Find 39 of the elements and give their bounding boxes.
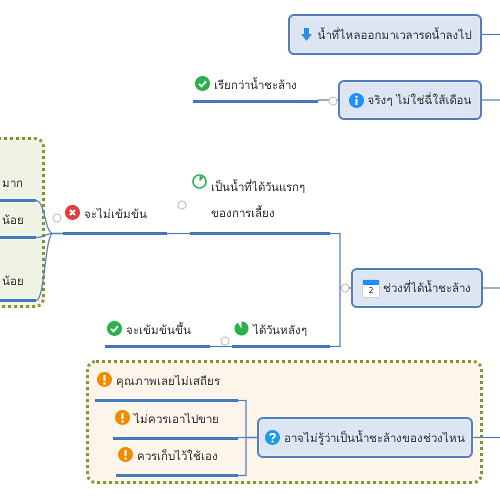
topic-underline [193, 76, 318, 103]
topic-text: ควรเก็บไว้ใช้เอง [137, 448, 218, 465]
topic-underline [105, 321, 210, 348]
topic-text: จะไม่เข้มข้น [84, 206, 147, 223]
topic-text: น้อย [2, 212, 24, 229]
topic-text: ช่วงที่ได้น้ำชะล้าง [383, 279, 471, 297]
connector [483, 287, 500, 289]
boundary-box [0, 137, 45, 308]
topic-box [257, 417, 473, 458]
topic-text: เรียกว่าน้ำชะล้าง [214, 76, 297, 94]
topic-text: จริงๆ ไม่ใช่ฉี่ใส้เดือน [368, 91, 472, 109]
boundary-box [86, 360, 483, 484]
topic-text: น้อย [2, 273, 24, 290]
calendar-icon: 2 [363, 280, 379, 296]
connector [482, 99, 500, 101]
topic-box [338, 80, 482, 120]
topic-text: อาจไม่รู้ว่าเป็นน้ำชะล้างของช่วงไหน [284, 429, 465, 446]
topic-underline [190, 174, 330, 235]
topic-underline [113, 410, 238, 440]
connector [330, 287, 351, 348]
topic-text: ไม่ควรเอาไปขาย [134, 411, 219, 428]
topic-underline [63, 205, 167, 235]
connector [167, 232, 190, 234]
topic-text: ได้วันหลังๆ [253, 322, 307, 339]
topic-underline [232, 321, 330, 348]
topic-text: มาก [2, 175, 23, 192]
topic-text: น้ำที่ไหลออกมาเวลารดน้ำลงไป [318, 26, 472, 44]
connector [238, 436, 257, 476]
topic-underline [95, 372, 238, 402]
topic-text: คุณภาพเลยไม่เสถียร [116, 373, 220, 390]
topic-underline [116, 447, 238, 477]
connector [318, 99, 338, 101]
topic-box [351, 268, 483, 308]
connector [473, 436, 500, 438]
topic-text: เป็นน้ำที่ได้วันแรกๆ ของการเลี้ยง [211, 178, 306, 222]
topic-box [288, 14, 482, 55]
topic-text: จะเข้มข้นขึ้น [126, 321, 191, 339]
connector [210, 346, 232, 348]
connector [482, 34, 500, 36]
